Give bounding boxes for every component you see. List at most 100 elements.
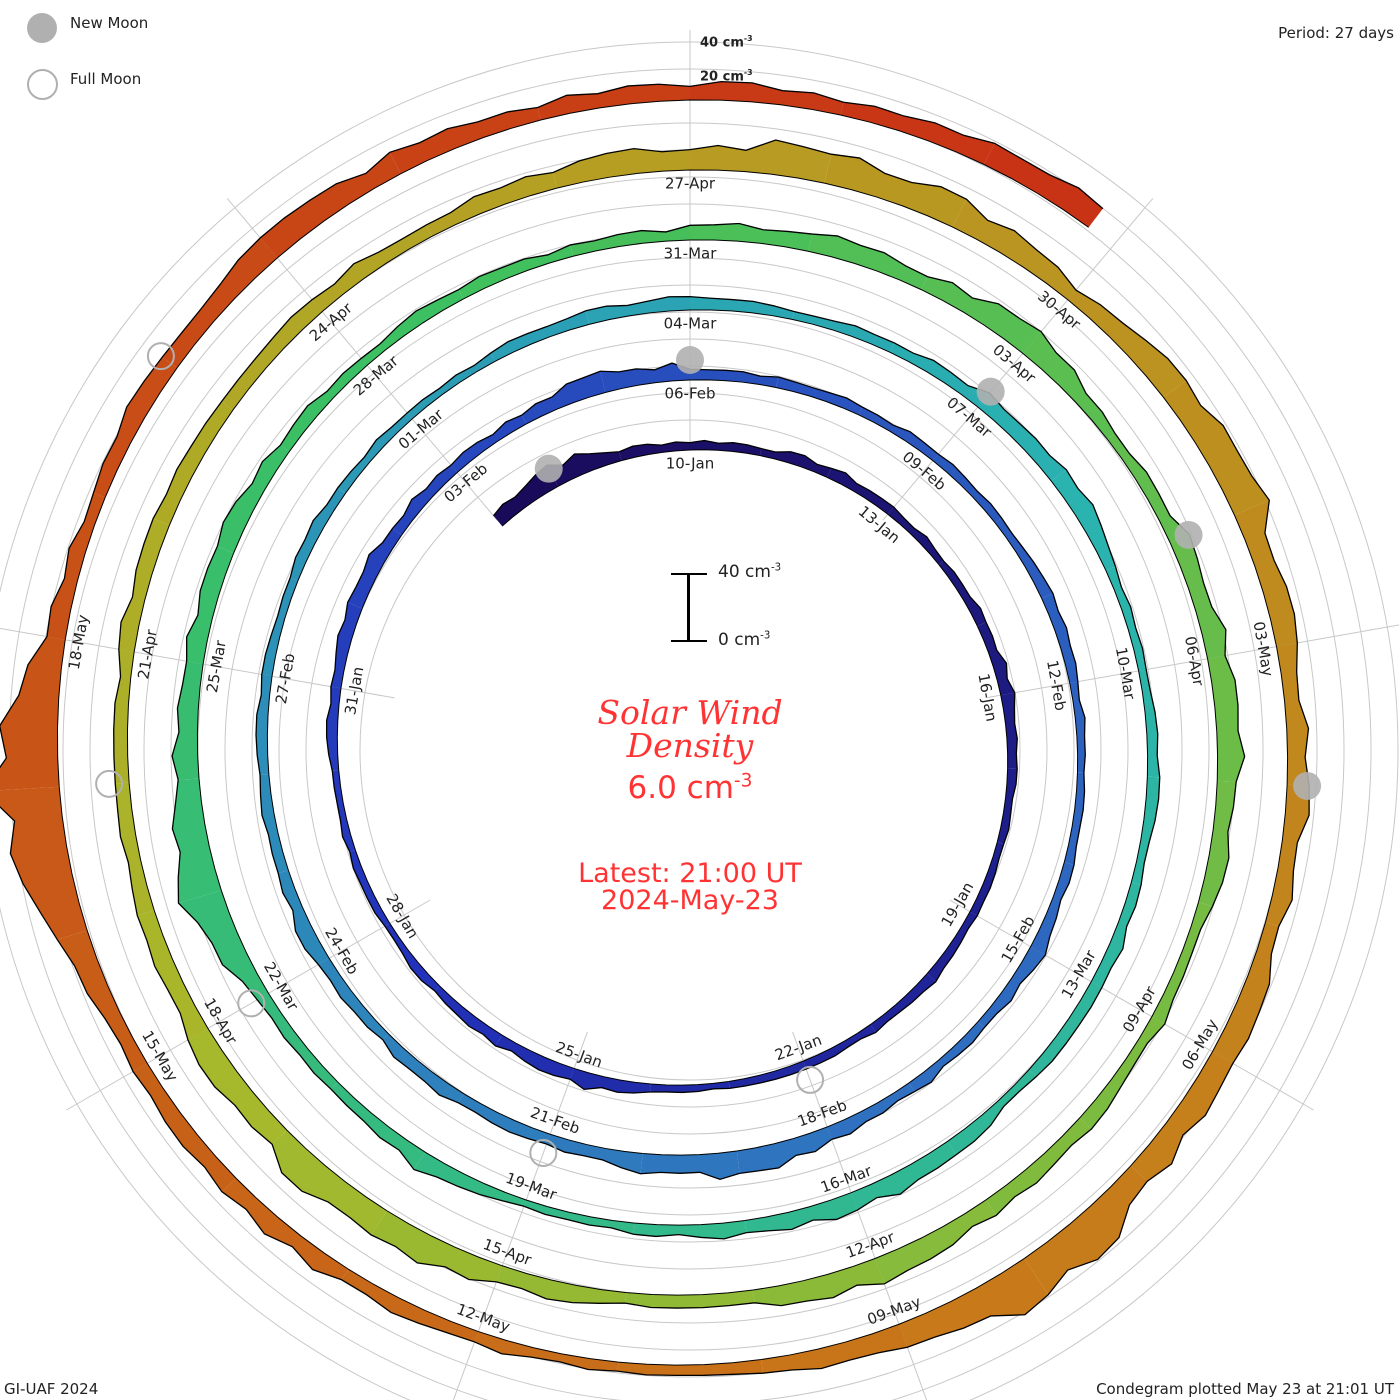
density-area xyxy=(736,1126,832,1174)
density-area xyxy=(1105,566,1147,671)
plot-time-label: Condegram plotted May 23 at 21:01 UT xyxy=(1096,1380,1394,1398)
density-area xyxy=(585,296,690,325)
density-area xyxy=(1030,862,1075,956)
date-label: 21-Apr xyxy=(134,627,161,680)
density-area xyxy=(1067,290,1187,398)
date-label: 04-Mar xyxy=(664,315,718,333)
density-area xyxy=(1107,433,1190,543)
density-area xyxy=(792,311,895,353)
density-area xyxy=(434,986,503,1046)
grid-radial xyxy=(882,198,1154,521)
density-area xyxy=(840,102,995,165)
grid-radial xyxy=(66,899,431,1111)
new-moon-marker xyxy=(1174,520,1203,549)
density-area xyxy=(1079,1016,1165,1129)
full-moon-marker xyxy=(146,342,175,371)
new-moon-icon xyxy=(27,13,57,43)
density-area xyxy=(977,622,1015,696)
density-area xyxy=(261,577,298,677)
density-area xyxy=(1130,1051,1233,1182)
full-moon-icon xyxy=(27,69,58,100)
density-area xyxy=(858,407,939,461)
density-area xyxy=(1163,380,1270,516)
density-area xyxy=(1198,780,1237,907)
density-area xyxy=(0,786,88,940)
density-area xyxy=(827,1082,915,1140)
density-area xyxy=(1234,500,1298,647)
density-area xyxy=(178,890,269,1000)
density-area xyxy=(490,310,590,362)
full-moon-marker xyxy=(529,1139,558,1168)
new-moon-marker xyxy=(676,346,704,374)
density-area xyxy=(1051,469,1116,571)
density-area xyxy=(384,923,440,991)
density-area xyxy=(1170,534,1226,659)
density-area xyxy=(278,870,330,965)
density-area xyxy=(521,371,606,424)
density-area xyxy=(875,1199,997,1284)
density-area xyxy=(744,1192,858,1233)
density-area xyxy=(260,774,289,874)
density-area xyxy=(280,358,368,452)
density-area xyxy=(889,342,990,407)
density-area xyxy=(753,1258,885,1306)
date-label: 28-Jan xyxy=(382,891,422,942)
density-area xyxy=(570,1068,651,1093)
density-area xyxy=(290,487,346,581)
density-area xyxy=(851,1141,957,1211)
density-area xyxy=(221,299,323,410)
grid-radial xyxy=(949,899,1314,1111)
density-area xyxy=(1131,776,1160,886)
date-label: 28-Mar xyxy=(350,351,403,399)
density-area xyxy=(474,1331,619,1372)
date-label: 25-Mar xyxy=(203,638,230,694)
grid-radial xyxy=(985,624,1400,699)
density-area xyxy=(761,1324,908,1374)
density-area xyxy=(187,1028,287,1145)
density-area xyxy=(908,1021,985,1092)
density-area xyxy=(133,1063,237,1192)
density-area xyxy=(1276,642,1310,787)
density-area xyxy=(115,782,155,916)
density-area xyxy=(927,911,978,982)
density-area xyxy=(537,84,690,121)
date-label: 06-Feb xyxy=(664,385,715,403)
density-area xyxy=(382,1034,464,1103)
density-area xyxy=(921,276,1042,354)
current-value: 6.0 cm-3 xyxy=(627,770,753,806)
date-label: 27-Apr xyxy=(665,175,716,193)
density-area xyxy=(272,1130,387,1235)
density-area xyxy=(553,148,690,189)
date-label: 27-Feb xyxy=(272,652,299,705)
density-area xyxy=(257,993,338,1089)
density-area xyxy=(93,357,177,498)
density-area xyxy=(690,140,832,184)
density-area xyxy=(330,602,363,689)
density-area xyxy=(221,1178,349,1280)
density-area xyxy=(113,649,135,784)
density-area xyxy=(337,412,413,494)
density-area xyxy=(985,1117,1092,1216)
date-label: 31-Jan xyxy=(341,665,367,716)
density-area xyxy=(523,1200,635,1235)
grid-radial xyxy=(792,1031,928,1400)
grid-radial xyxy=(452,1031,588,1400)
density-area xyxy=(153,401,234,526)
density-area xyxy=(899,1258,1049,1348)
density-area xyxy=(619,442,690,461)
credit-label: GI-UAF 2024 xyxy=(4,1380,99,1398)
density-area xyxy=(570,225,690,257)
density-area xyxy=(330,1082,426,1170)
density-area xyxy=(1022,331,1116,440)
density-area xyxy=(947,1069,1037,1155)
density-area xyxy=(690,223,813,252)
density-area xyxy=(1000,692,1018,770)
density-area xyxy=(172,661,204,780)
density-area xyxy=(414,1152,527,1207)
density-area xyxy=(887,507,944,565)
density-area xyxy=(347,528,402,609)
density-area xyxy=(952,199,1076,300)
density-area xyxy=(870,973,936,1033)
density-area xyxy=(1028,981,1102,1077)
